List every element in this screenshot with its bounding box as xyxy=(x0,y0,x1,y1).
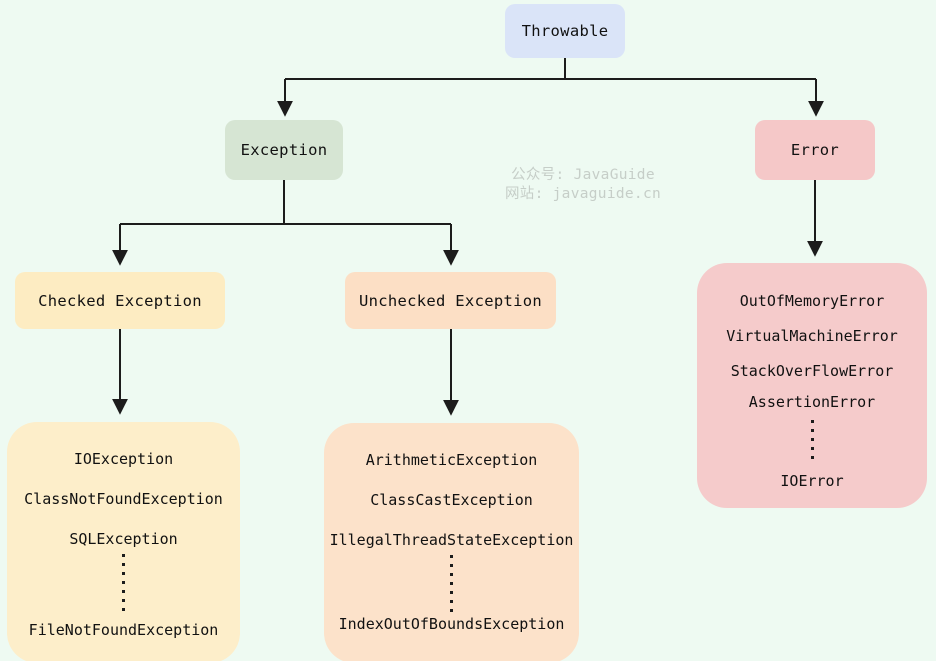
list-item: StackOverFlowError xyxy=(730,362,894,380)
list-item: IOException xyxy=(73,450,174,468)
node-checked-exception: Checked Exception xyxy=(15,272,225,329)
checked-exception-list: IOException ClassNotFoundException SQLEx… xyxy=(7,422,240,661)
list-item: IndexOutOfBoundsException xyxy=(338,615,565,633)
watermark: 公众号: JavaGuide 网站: javaguide.cn xyxy=(498,166,668,203)
list-item: VirtualMachineError xyxy=(726,327,898,345)
node-error-label: Error xyxy=(790,141,840,159)
list-item: IOError xyxy=(780,472,844,490)
node-unchecked-exception: Unchecked Exception xyxy=(345,272,556,329)
list-item: FileNotFoundException xyxy=(28,621,219,639)
list-item: ArithmeticException xyxy=(365,451,538,469)
list-item: ClassNotFoundException xyxy=(24,490,223,508)
vertical-ellipsis-icon xyxy=(810,420,814,465)
node-error: Error xyxy=(755,120,875,180)
vertical-ellipsis-icon xyxy=(450,555,453,613)
list-item: ClassCastException xyxy=(370,491,533,509)
node-checked-exception-label: Checked Exception xyxy=(38,291,202,310)
vertical-ellipsis-icon xyxy=(122,554,125,612)
node-exception-label: Exception xyxy=(240,141,328,159)
node-throwable-label: Throwable xyxy=(521,22,609,40)
node-exception: Exception xyxy=(225,120,343,180)
list-item: AssertionError xyxy=(748,393,876,411)
node-throwable: Throwable xyxy=(505,4,625,58)
watermark-line-1: 公众号: JavaGuide xyxy=(511,167,655,183)
list-item: IllegalThreadStateException xyxy=(329,531,574,549)
node-unchecked-exception-label: Unchecked Exception xyxy=(358,291,542,310)
unchecked-exception-list: ArithmeticException ClassCastException I… xyxy=(324,423,579,661)
error-list: OutOfMemoryError VirtualMachineError Sta… xyxy=(697,263,927,508)
list-item: SQLException xyxy=(69,530,178,548)
list-item: OutOfMemoryError xyxy=(739,292,885,310)
watermark-line-2: 网站: javaguide.cn xyxy=(504,185,662,202)
